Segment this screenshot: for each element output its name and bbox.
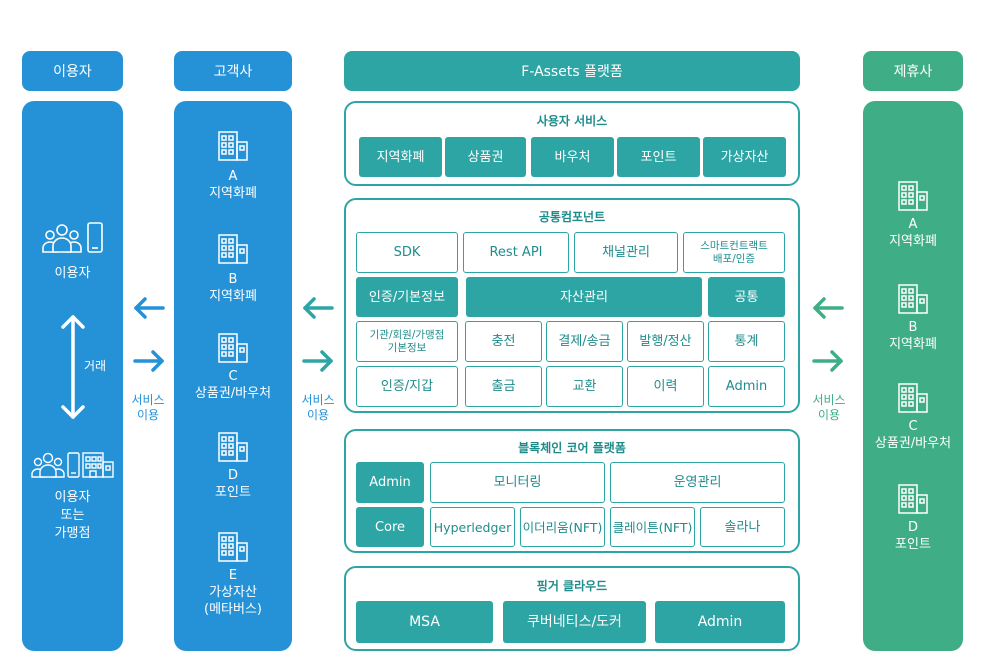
blockchain-box: 이더리움(NFT) [520,507,605,547]
component-box: SDK [356,232,458,273]
common-components-title: 공통컴포넌트 [538,210,606,224]
arrow-left-icon [132,297,166,319]
partner-item: A 지역화폐 [863,180,963,258]
component-box: 채널관리 [574,232,678,273]
blockchain-box: Admin [356,462,424,503]
user-top-label: 이용자 [54,266,91,281]
deal-label: 거래 [83,359,107,373]
building-icon [898,484,928,514]
component-box: 교환 [546,366,623,407]
cloud-box: MSA [356,601,493,643]
service-box: 가상자산 [703,137,786,177]
users-store-icon [31,450,115,480]
cloud-box: Admin [655,601,785,643]
double-arrow-icon [60,313,86,421]
building-icon [898,181,928,211]
service-box: 상품권 [445,137,526,177]
blockchain-box: 운영관리 [610,462,785,503]
blockchain-box: Hyperledger [430,507,515,547]
component-box: Admin [708,366,785,407]
client-item: E 가상자산 (메타버스) [174,531,292,631]
service-use-label-1: 서비스 이용 [131,393,165,422]
header-client: 고객사 [174,51,292,91]
blockchain-box: 모니터링 [430,462,605,503]
partner-item: B 지역화폐 [863,283,963,361]
service-use-label-3: 서비스 이용 [812,393,846,422]
component-box: 발행/정산 [627,321,704,362]
service-box: 지역화폐 [359,137,442,177]
component-box: 통계 [708,321,785,362]
building-icon [218,532,248,562]
arrow-left-icon [811,297,845,319]
building-icon [218,333,248,363]
building-icon [218,234,248,264]
header-partner: 제휴사 [863,51,963,91]
service-box: 바우처 [531,137,614,177]
component-box: 기관/회원/가맹점 기본정보 [356,321,458,362]
blockchain-box: Core [356,507,424,547]
user-bottom-label: 이용자 또는 가맹점 [54,490,91,541]
building-icon [218,131,248,161]
service-use-label-2: 서비스 이용 [301,393,335,422]
component-box: 공통 [708,277,785,317]
cloud-title: 핑거 클라우드 [536,579,608,593]
component-box: 충전 [465,321,542,362]
client-item: C 상품권/바우처 [174,332,292,410]
arrow-right-icon [301,350,335,372]
users-group-icon [41,221,105,255]
building-icon [898,284,928,314]
cloud-box: 쿠버네티스/도커 [503,601,646,643]
component-box: 스마트컨트랙트 배포/인증 [683,232,785,273]
user-services-title: 사용자 서비스 [536,114,608,128]
arrow-right-icon [132,350,166,372]
header-platform: F-Assets 플랫폼 [344,51,800,91]
component-box: 인증/기본정보 [356,277,458,317]
service-box: 포인트 [617,137,700,177]
building-icon [218,432,248,462]
client-item: A 지역화폐 [174,130,292,208]
component-box: 인증/지갑 [356,366,458,407]
component-box: 자산관리 [466,277,702,317]
blockchain-title: 블록체인 코어 플랫폼 [518,441,626,455]
header-user: 이용자 [22,51,123,91]
component-box: 결제/송금 [546,321,623,362]
component-box: 출금 [465,366,542,407]
client-item: D 포인트 [174,431,292,509]
component-box: 이력 [627,366,704,407]
component-box: Rest API [463,232,569,273]
arrow-right-icon [811,350,845,372]
client-item: B 지역화폐 [174,233,292,311]
blockchain-box: 솔라나 [700,507,785,547]
partner-item: C 상품권/바우처 [863,382,963,460]
building-icon [898,383,928,413]
client-column [174,101,292,651]
blockchain-box: 클레이튼(NFT) [610,507,695,547]
partner-item: D 포인트 [863,483,963,561]
arrow-left-icon [301,297,335,319]
